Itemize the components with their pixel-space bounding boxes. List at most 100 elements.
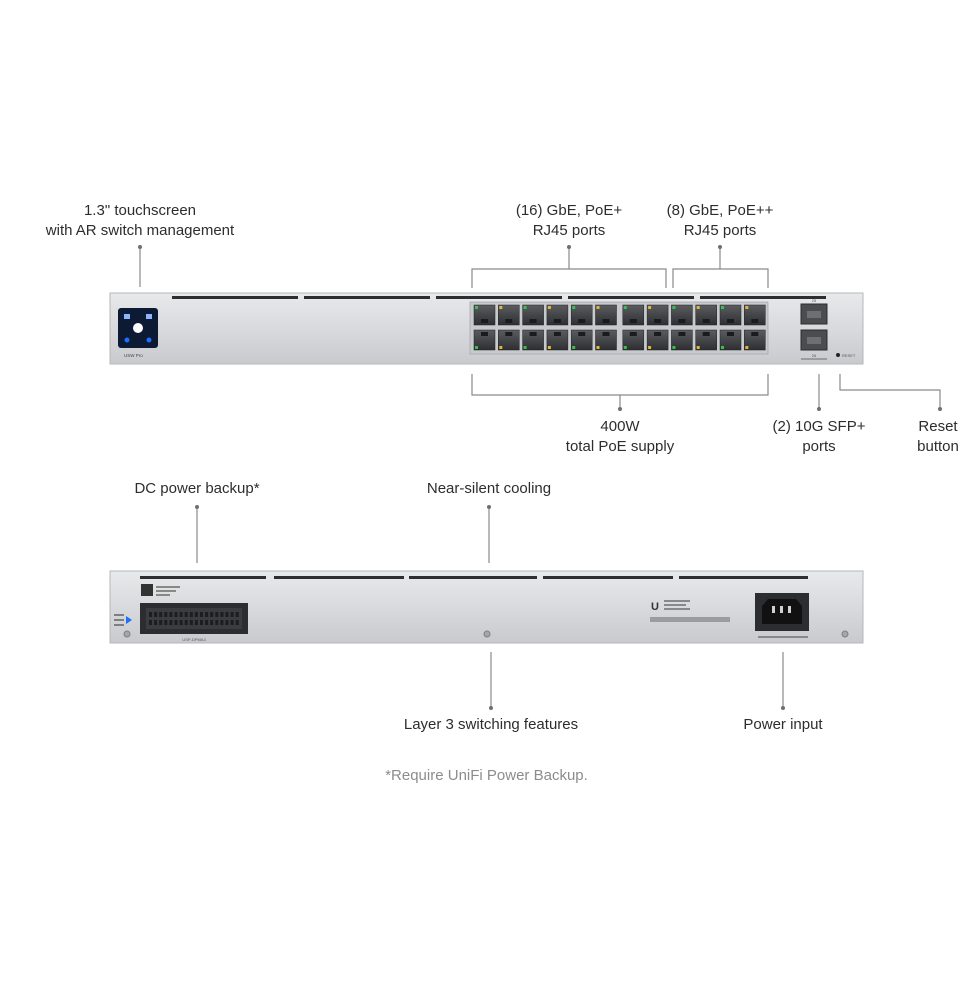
rj45-port[interactable]	[570, 329, 593, 351]
port-latch	[529, 319, 537, 323]
dc-connector-pin	[194, 612, 198, 617]
port-led	[475, 346, 478, 349]
vent-slot	[436, 296, 562, 299]
dc-connector-pin	[169, 612, 173, 617]
rj45-port[interactable]	[595, 329, 617, 351]
dc-connector-pin	[149, 612, 152, 617]
dc-connector-pin	[235, 620, 239, 625]
reset-button[interactable]	[836, 353, 840, 357]
rj45-port[interactable]	[719, 329, 742, 351]
port-led	[672, 346, 676, 349]
vent-slot	[274, 576, 404, 579]
rj45-port[interactable]	[570, 304, 593, 326]
rj45-port[interactable]	[719, 304, 742, 326]
port-led	[547, 346, 551, 349]
rj45-port[interactable]	[671, 304, 693, 326]
dc-connector-pin	[225, 620, 229, 625]
rj45-port[interactable]	[671, 329, 693, 351]
dc-connector-pin	[205, 612, 209, 617]
dc-connector-pin	[174, 612, 178, 617]
rj45-port[interactable]	[744, 304, 766, 326]
port-latch	[751, 332, 759, 336]
port-led	[648, 346, 652, 349]
port-led	[572, 306, 576, 309]
vent-slot	[679, 576, 808, 579]
dc-connector-pin	[164, 620, 168, 625]
rj45-port[interactable]	[473, 329, 496, 351]
port-latch	[629, 319, 637, 323]
rj45-port[interactable]	[498, 304, 520, 326]
sfp-bottom-label: 26	[812, 353, 817, 358]
port-led	[596, 306, 600, 309]
power-input-port[interactable]	[755, 593, 809, 631]
sfp-top-label: 25	[812, 298, 817, 303]
port-led	[499, 346, 503, 349]
rj45-port[interactable]	[595, 304, 617, 326]
vent-slot	[140, 576, 266, 579]
port-led	[623, 346, 627, 349]
port-led	[721, 346, 724, 349]
port-latch	[602, 319, 610, 323]
port-led	[623, 306, 627, 309]
arrow-icon	[126, 616, 132, 624]
rj45-port[interactable]	[546, 304, 569, 326]
sfp-port-block: 25 26	[800, 298, 828, 360]
touchscreen-display[interactable]	[118, 308, 158, 348]
port-latch	[654, 332, 662, 336]
rj45-port[interactable]	[546, 329, 569, 351]
dc-connector-pin	[154, 620, 158, 625]
callout-power-input: Power input	[743, 716, 823, 733]
port-latch	[481, 319, 488, 323]
dc-backup-port[interactable]	[140, 603, 248, 634]
port-latch	[481, 332, 488, 336]
callout-poe-supply: 400W total PoE supply	[565, 418, 675, 455]
port-latch	[602, 332, 610, 336]
callout-layer3: Layer 3 switching features	[403, 716, 579, 733]
screw-icon	[841, 630, 849, 638]
port-latch	[505, 319, 513, 323]
dc-connector-pin	[194, 620, 198, 625]
dc-connector-pin	[174, 620, 178, 625]
dc-connector-pin	[159, 612, 163, 617]
rj45-port[interactable]	[622, 329, 645, 351]
rj45-port-block	[473, 304, 766, 351]
rj45-port[interactable]	[695, 329, 717, 351]
leader-lines	[138, 245, 942, 710]
port-led	[721, 306, 724, 309]
rj45-port[interactable]	[622, 304, 645, 326]
rj45-port[interactable]	[646, 329, 669, 351]
rj45-port[interactable]	[522, 304, 544, 326]
port-latch	[702, 332, 710, 336]
rj45-port[interactable]	[744, 329, 766, 351]
port-led	[696, 346, 700, 349]
vent-slot	[568, 296, 694, 299]
dc-connector-pin	[184, 612, 188, 617]
dc-connector-pin	[225, 612, 229, 617]
dc-connector-pin	[200, 620, 203, 625]
dc-connector-pin	[159, 620, 163, 625]
rear-panel: USP-DPMA3 U	[109, 570, 864, 644]
rj45-port[interactable]	[498, 329, 520, 351]
rj45-port[interactable]	[646, 304, 669, 326]
reset-label: RESET	[842, 353, 856, 358]
dc-connector-pin	[205, 620, 209, 625]
rj45-port[interactable]	[695, 304, 717, 326]
rj45-port[interactable]	[473, 304, 496, 326]
footnote: *Require UniFi Power Backup.	[385, 767, 588, 784]
port-latch	[727, 319, 734, 323]
port-latch	[505, 332, 513, 336]
vent-slot	[543, 576, 673, 579]
dc-connector-pin	[215, 612, 219, 617]
qr-code-icon	[141, 584, 153, 596]
vent-slot	[304, 296, 430, 299]
dc-connector-pin	[149, 620, 152, 625]
port-led	[672, 306, 676, 309]
port-led	[648, 306, 652, 309]
port-latch	[678, 332, 686, 336]
dc-connector-pin	[220, 612, 224, 617]
certification-marks-icon	[650, 617, 730, 622]
port-latch	[529, 332, 537, 336]
rj45-port[interactable]	[522, 329, 544, 351]
dc-connector-pin	[179, 612, 183, 617]
